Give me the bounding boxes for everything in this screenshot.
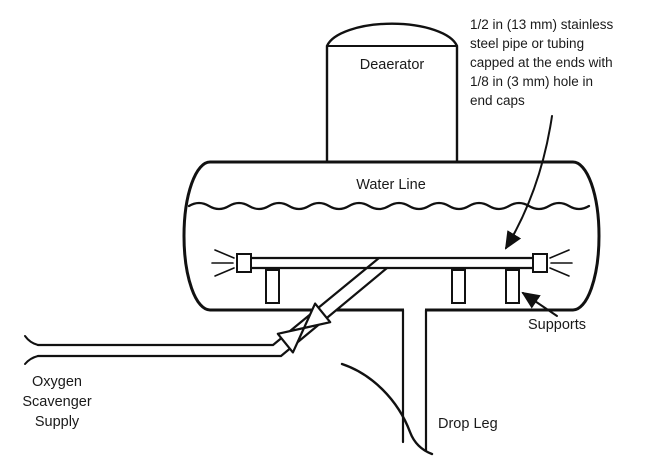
pipe-end-cap-left [236, 253, 252, 273]
spray-left-icon [211, 249, 235, 277]
sparger-annotation: 1/2 in (13 mm) stainless steel pipe or t… [470, 15, 657, 110]
sparger-pipe [211, 249, 573, 277]
drop-leg-pipe [340, 306, 434, 456]
water-line-wave [187, 201, 591, 211]
pipe-end-cap-right [532, 253, 548, 273]
support-right [505, 269, 520, 304]
spray-right-icon [549, 249, 573, 277]
pipe-supports [265, 269, 520, 304]
annotation-line-3: capped at the ends with [470, 55, 613, 70]
annotation-line-1: 1/2 in (13 mm) stainless [470, 17, 614, 32]
oxygen-label-line-2: Scavenger [22, 394, 92, 410]
annotation-arrow [504, 115, 553, 250]
supports-arrow [521, 291, 558, 317]
supports-label: Supports [528, 317, 587, 333]
supply-pipe-inlet-flare [24, 335, 39, 346]
support-middle [451, 269, 466, 304]
oxygen-label-line-3: Supply [34, 414, 80, 430]
drop-leg-label: Drop Leg [438, 416, 498, 432]
support-left [265, 269, 280, 304]
annotation-line-5: end caps [470, 93, 525, 108]
deaerator-label: Deaerator [359, 57, 425, 73]
oxygen-label-line-1: Oxygen [32, 374, 82, 390]
deaerator-vessel [325, 22, 459, 165]
oxygen-scavenger-supply-label: Oxygen Scavenger Supply [8, 372, 106, 432]
annotation-line-2: steel pipe or tubing [470, 36, 585, 51]
tank-body [182, 160, 601, 312]
drop-leg-curve [340, 362, 434, 456]
annotation-line-4: 1/8 in (3 mm) hole in [470, 74, 594, 89]
water-line-label: Water Line [356, 177, 426, 193]
injection-valve [276, 302, 332, 354]
